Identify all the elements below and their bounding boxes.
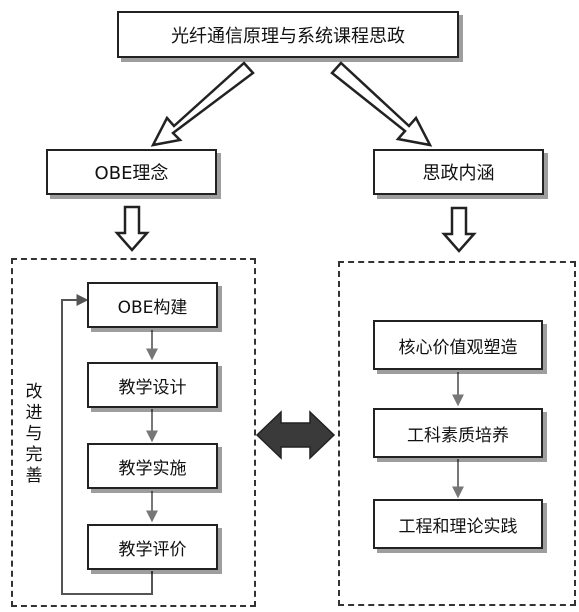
obe-concept-box: OBE理念	[46, 149, 217, 195]
step-label: 工程和理论实践	[398, 516, 518, 537]
step-core-values: 核心价值观塑造	[373, 320, 543, 370]
step-engineering-quality: 工科素质培养	[373, 408, 543, 458]
sizheng-connotation-box: 思政内涵	[373, 149, 544, 195]
step-label: 工科素质培养	[407, 425, 509, 446]
step-label: 教学实施	[118, 458, 187, 479]
loop-label-char: 完	[25, 445, 43, 465]
arrow-down-right	[441, 206, 477, 253]
step-label: OBE构建	[117, 297, 188, 318]
step-engineering-practice: 工程和理论实践	[373, 499, 543, 549]
loop-label-char: 进	[25, 403, 43, 423]
obe-concept-label: OBE理念	[94, 163, 169, 184]
title-text: 光纤通信原理与系统课程思政	[171, 25, 405, 47]
arrow-down-left	[114, 205, 150, 252]
step-teaching-design: 教学设计	[87, 362, 218, 408]
step-label: 核心价值观塑造	[398, 337, 518, 358]
loop-label-char: 改	[25, 382, 43, 402]
step-obe-construction: OBE构建	[87, 282, 218, 328]
improve-and-perfect-label: 改 进 与 完 善	[24, 382, 44, 487]
sizheng-connotation-label: 思政内涵	[422, 163, 495, 184]
feedback-loop-line	[61, 294, 153, 595]
arrow-title-to-obe	[150, 61, 255, 147]
step-teaching-evaluation: 教学评价	[87, 524, 218, 570]
arrow-title-to-sizheng	[330, 61, 433, 147]
step-label: 教学设计	[118, 377, 187, 398]
step-teaching-implementation: 教学实施	[87, 443, 218, 489]
loop-label-char: 与	[25, 424, 43, 444]
bidirectional-arrow-icon	[255, 410, 336, 460]
step-label: 教学评价	[118, 539, 187, 560]
sizheng-dashed-container	[338, 261, 576, 606]
obe-dashed-container	[11, 258, 256, 607]
title-box: 光纤通信原理与系统课程思政	[117, 11, 459, 58]
loop-label-char: 善	[25, 466, 43, 486]
